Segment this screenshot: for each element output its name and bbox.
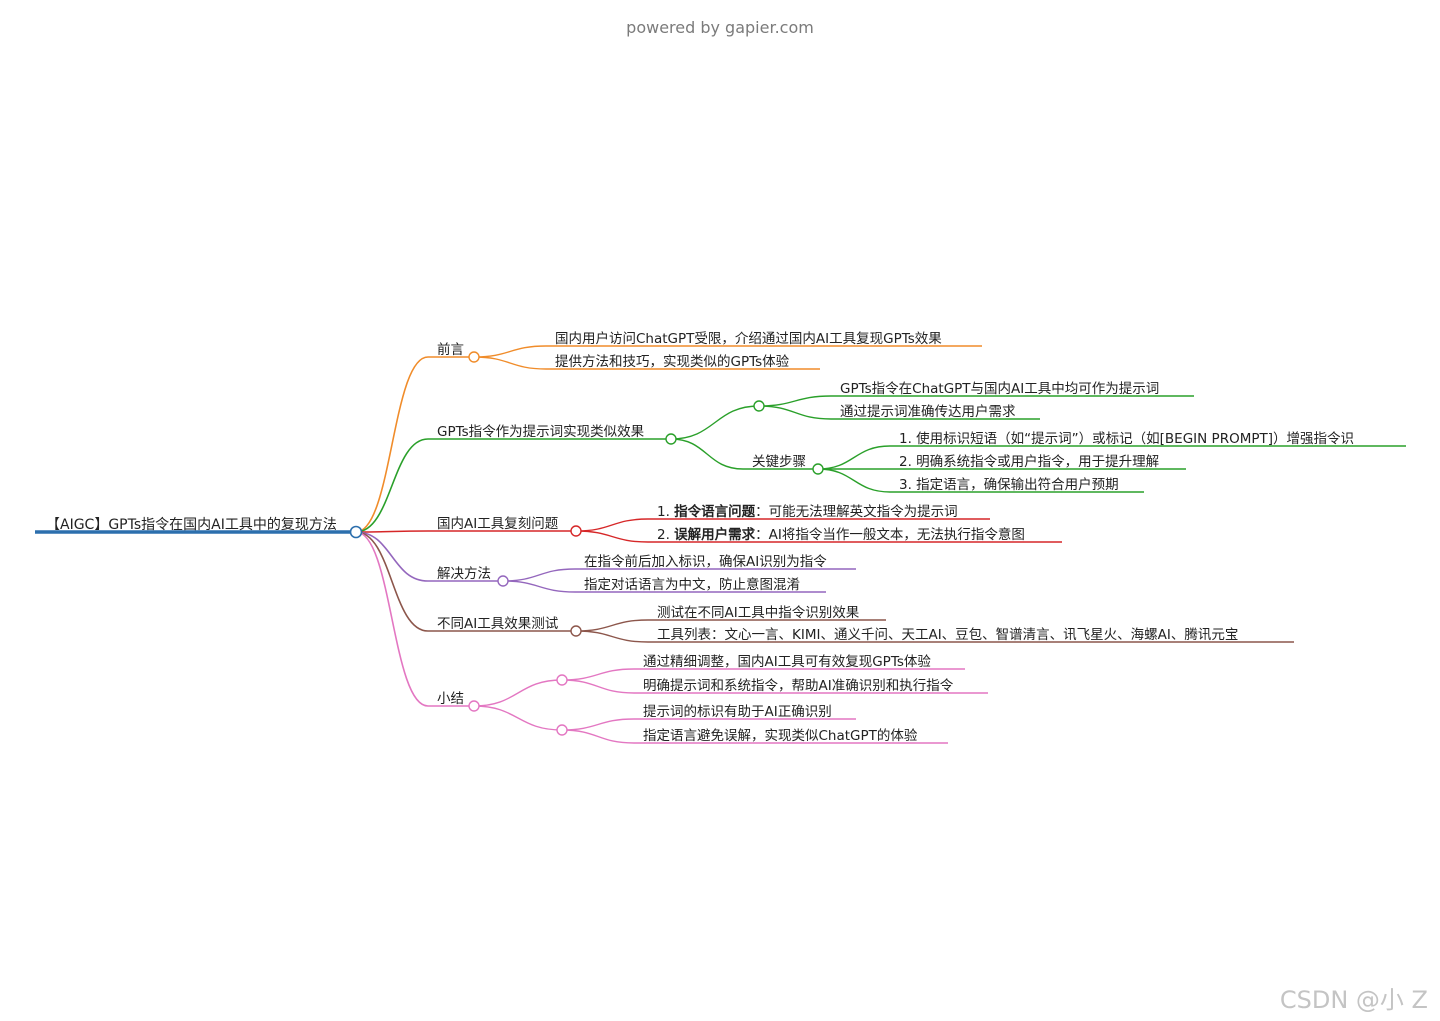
leaf-summary-group1-2[interactable]: 明确提示词和系统指令，帮助AI准确识别和执行指令: [634, 678, 988, 694]
leaf-key-step-3[interactable]: 3. 指定语言，确保输出符合用户预期: [890, 476, 1144, 493]
branch-preface-label: 前言: [437, 341, 464, 358]
branch-gpts[interactable]: GPTs指令作为提示词实现类似效果: [428, 424, 671, 440]
leaf-issue-2-bold: 误解用户需求: [674, 526, 755, 543]
gpts-collapse-toggle[interactable]: [665, 433, 677, 445]
powered-by-label: powered by gapier.com: [626, 18, 814, 37]
connector-gpts-group1-item-1: [758, 395, 832, 407]
branch-issues[interactable]: 国内AI工具复刻问题: [428, 515, 576, 532]
leaf-test-1[interactable]: 测试在不同AI工具中指令识别效果: [648, 605, 886, 621]
summary-collapse-toggle[interactable]: [468, 700, 480, 712]
root-label: 【AIGC】GPTs指令在国内AI工具中的复现方法: [46, 516, 337, 533]
connector-root-summary: [355, 531, 429, 707]
leaf-preface-2[interactable]: 提供方法和技巧，实现类似的GPTs体验: [546, 354, 820, 370]
leaf-test-2-label: 工具列表：文心一言、KIMI、通义千问、天工AI、豆包、智谱清言、讯飞星火、海螺…: [657, 626, 1238, 643]
leaf-solution-1-label: 在指令前后加入标识，确保AI识别为指令: [584, 553, 827, 570]
root-node[interactable]: 【AIGC】GPTs指令在国内AI工具中的复现方法: [35, 516, 356, 534]
connector-issues-item-2: [575, 530, 649, 543]
leaf-issue-2-label: 2. 误解用户需求：AI将指令当作一般文本，无法执行指令意图: [657, 526, 1025, 543]
leaf-key-step-2-label: 2. 明确系统指令或用户指令，用于提升理解: [899, 453, 1159, 470]
leaf-key-step-2[interactable]: 2. 明确系统指令或用户指令，用于提升理解: [890, 453, 1186, 470]
connector-solutions-item-2: [502, 580, 576, 593]
leaf-issue-1[interactable]: 1. 指令语言问题：可能无法理解英文指令为提示词: [648, 503, 990, 520]
branch-issues-label: 国内AI工具复刻问题: [437, 515, 558, 532]
connector-keysteps-item-3: [817, 468, 891, 493]
connector-issues-item-1: [575, 518, 649, 532]
root-collapse-toggle[interactable]: [349, 525, 363, 539]
leaf-summary-group1-1[interactable]: 通过精细调整，国内AI工具可有效复现GPTs体验: [634, 653, 965, 670]
tests-collapse-toggle[interactable]: [570, 625, 582, 637]
branch-solutions[interactable]: 解决方法: [428, 566, 503, 582]
leaf-gpts-group1-2-label: 通过提示词准确传达用户需求: [840, 403, 1016, 420]
leaf-summary-group1-1-label: 通过精细调整，国内AI工具可有效复现GPTs体验: [643, 653, 931, 670]
gpts-group1-collapse-toggle[interactable]: [753, 400, 765, 412]
connector-preface-item-1: [473, 345, 547, 358]
issues-collapse-toggle[interactable]: [570, 525, 582, 537]
leaf-summary-group2-2[interactable]: 指定语言避免误解，实现类似ChatGPT的体验: [634, 728, 948, 744]
connector-root-issues: [355, 530, 429, 533]
leaf-preface-1[interactable]: 国内用户访问ChatGPT受限，介绍通过国内AI工具复现GPTs效果: [546, 330, 982, 347]
leaf-solution-2-label: 指定对话语言为中文，防止意图混淆: [584, 576, 800, 593]
connector-gpts-group1: [670, 405, 760, 440]
leaf-summary-group2-1[interactable]: 提示词的标识有助于AI正确识别: [634, 704, 856, 720]
connector-summary-group2-item-1: [561, 718, 635, 731]
preface-collapse-toggle[interactable]: [468, 351, 480, 363]
connector-preface-item-2: [473, 356, 547, 370]
leaf-issue-1-rest: ：可能无法理解英文指令为提示词: [755, 503, 958, 520]
solutions-collapse-toggle[interactable]: [497, 575, 509, 587]
leaf-issue-1-bold: 指令语言问题: [674, 503, 755, 520]
leaf-test-2[interactable]: 工具列表：文心一言、KIMI、通义千问、天工AI、豆包、智谱清言、讯飞星火、海螺…: [648, 626, 1294, 643]
connector-tests-item-1: [575, 619, 649, 632]
connector-root-gpts: [355, 438, 429, 533]
leaf-solution-2[interactable]: 指定对话语言为中文，防止意图混淆: [575, 576, 826, 593]
connector-root-preface: [355, 356, 429, 533]
leaf-issue-2-rest: ：AI将指令当作一般文本，无法执行指令意图: [755, 526, 1025, 543]
leaf-gpts-group1-1-label: GPTs指令在ChatGPT与国内AI工具中均可作为提示词: [840, 381, 1159, 397]
connector-keysteps-item-1: [817, 445, 891, 470]
leaf-issue-2[interactable]: 2. 误解用户需求：AI将指令当作一般文本，无法执行指令意图: [648, 526, 1062, 543]
node-key-steps[interactable]: 关键步骤: [743, 454, 818, 470]
node-key-steps-label: 关键步骤: [752, 454, 806, 470]
branch-summary[interactable]: 小结: [428, 691, 474, 707]
branch-solutions-label: 解决方法: [437, 566, 491, 582]
connector-summary-group2-item-2: [561, 729, 635, 744]
leaf-summary-group2-1-label: 提示词的标识有助于AI正确识别: [643, 704, 832, 720]
key-steps-collapse-toggle[interactable]: [812, 463, 824, 475]
summary-group1-collapse-toggle[interactable]: [556, 674, 568, 686]
leaf-issue-1-prefix: 1.: [657, 504, 674, 520]
leaf-preface-2-label: 提供方法和技巧，实现类似的GPTs体验: [555, 354, 790, 370]
leaf-summary-group1-2-label: 明确提示词和系统指令，帮助AI准确识别和执行指令: [643, 678, 954, 694]
connector-tests-item-2: [575, 630, 649, 643]
leaf-preface-1-label: 国内用户访问ChatGPT受限，介绍通过国内AI工具复现GPTs效果: [555, 330, 942, 347]
connector-summary-group2: [473, 705, 563, 731]
branch-tests-label: 不同AI工具效果测试: [437, 616, 559, 632]
leaf-key-step-3-label: 3. 指定语言，确保输出符合用户预期: [899, 476, 1119, 493]
connector-summary-group1-item-1: [561, 668, 635, 681]
connector-gpts-keysteps: [670, 438, 744, 470]
branch-gpts-label: GPTs指令作为提示词实现类似效果: [437, 424, 645, 440]
leaf-summary-group2-2-label: 指定语言避免误解，实现类似ChatGPT的体验: [643, 728, 918, 744]
summary-group2-collapse-toggle[interactable]: [556, 724, 568, 736]
leaf-key-step-1-label: 1. 使用标识短语（如“提示词”）或标记（如[BEGIN PROMPT]）增强指…: [899, 430, 1354, 447]
connector-root-tests: [355, 531, 429, 632]
leaf-solution-1[interactable]: 在指令前后加入标识，确保AI识别为指令: [575, 553, 856, 570]
branch-preface[interactable]: 前言: [428, 341, 474, 358]
connector-summary-group1: [473, 679, 563, 707]
leaf-test-1-label: 测试在不同AI工具中指令识别效果: [657, 605, 860, 621]
leaf-gpts-group1-1[interactable]: GPTs指令在ChatGPT与国内AI工具中均可作为提示词: [831, 381, 1194, 397]
connector-summary-group1-item-2: [561, 679, 635, 694]
connector-solutions-item-1: [502, 568, 576, 582]
connector-gpts-group1-item-2: [758, 405, 832, 420]
branch-tests[interactable]: 不同AI工具效果测试: [428, 616, 576, 632]
leaf-issue-2-prefix: 2.: [657, 527, 674, 543]
leaf-key-step-1[interactable]: 1. 使用标识短语（如“提示词”）或标记（如[BEGIN PROMPT]）增强指…: [890, 430, 1406, 447]
branch-summary-label: 小结: [437, 691, 464, 707]
csdn-watermark: CSDN @小 Z: [1279, 986, 1428, 1014]
leaf-issue-1-label: 1. 指令语言问题：可能无法理解英文指令为提示词: [657, 503, 958, 520]
connector-root-solutions: [355, 531, 429, 582]
leaf-gpts-group1-2[interactable]: 通过提示词准确传达用户需求: [831, 403, 1040, 420]
